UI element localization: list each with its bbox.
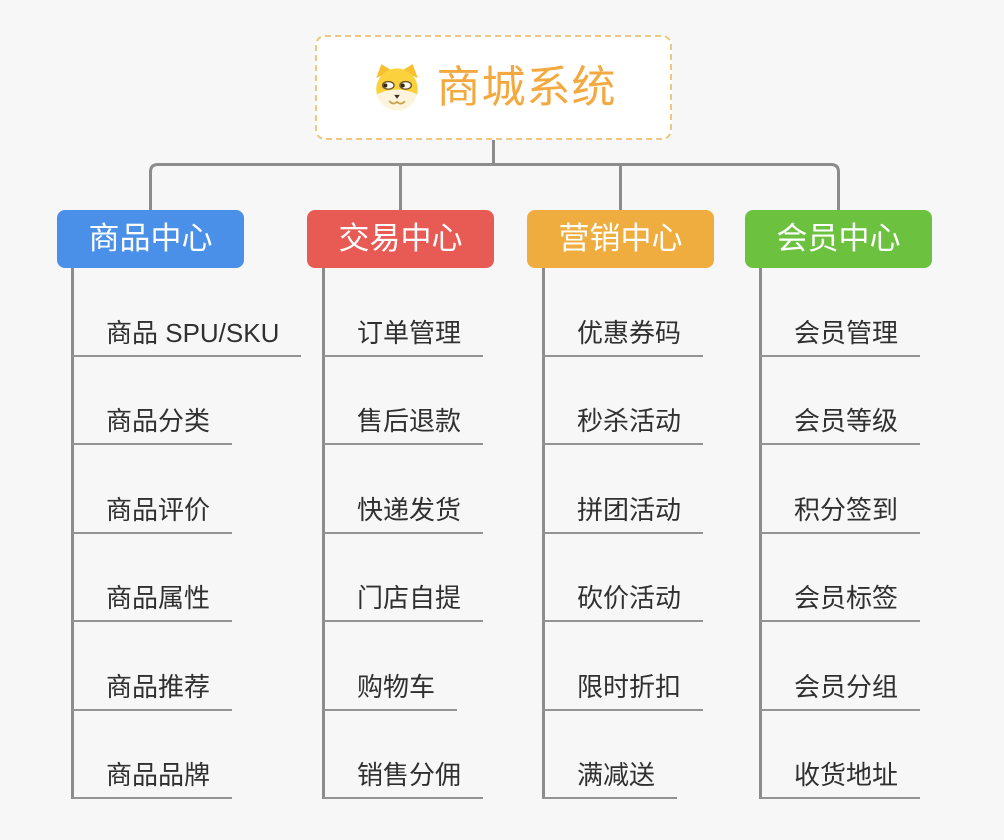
subtopic-item[interactable]: 砍价活动 xyxy=(543,576,704,622)
subtopic-item[interactable]: 购物车 xyxy=(323,665,458,711)
subtopic-item[interactable]: 会员等级 xyxy=(760,399,921,445)
branch-header-marketing-center[interactable]: 营销中心 xyxy=(527,210,714,268)
branch-header-member-center[interactable]: 会员中心 xyxy=(745,210,932,268)
subtopic-item[interactable]: 销售分佣 xyxy=(323,753,484,799)
subtopic-item[interactable]: 收货地址 xyxy=(760,753,921,799)
subtopic-item[interactable]: 订单管理 xyxy=(323,311,484,357)
subtopic-item[interactable]: 商品分类 xyxy=(72,399,233,445)
subtopic-item[interactable]: 会员分组 xyxy=(760,665,921,711)
subtopic-item[interactable]: 快递发货 xyxy=(323,488,484,534)
subtopic-item[interactable]: 秒杀活动 xyxy=(543,399,704,445)
subtopic-item[interactable]: 门店自提 xyxy=(323,576,484,622)
branch-header-trade-center[interactable]: 交易中心 xyxy=(307,210,494,268)
subtopic-item[interactable]: 优惠券码 xyxy=(543,311,704,357)
root-topic-label: 商城系统 xyxy=(436,62,617,112)
subtopic-item[interactable]: 会员标签 xyxy=(760,576,921,622)
subtopic-item[interactable]: 商品推荐 xyxy=(72,665,233,711)
subtopic-item[interactable]: 拼团活动 xyxy=(543,488,704,534)
subtopic-item[interactable]: 售后退款 xyxy=(323,399,484,445)
subtopic-item[interactable]: 商品品牌 xyxy=(72,753,233,799)
branch-header-product-center[interactable]: 商品中心 xyxy=(57,210,244,268)
subtopic-item[interactable]: 满减送 xyxy=(543,753,678,799)
root-topic[interactable]: 商城系统 xyxy=(315,35,672,140)
subtopic-item[interactable]: 积分签到 xyxy=(760,488,921,534)
subtopic-item[interactable]: 商品 SPU/SKU xyxy=(72,311,302,357)
doge-icon xyxy=(371,63,423,112)
subtopic-item[interactable]: 会员管理 xyxy=(760,311,921,357)
subtopic-item[interactable]: 商品属性 xyxy=(72,576,233,622)
subtopic-item[interactable]: 限时折扣 xyxy=(543,665,704,711)
subtopic-item[interactable]: 商品评价 xyxy=(72,488,233,534)
